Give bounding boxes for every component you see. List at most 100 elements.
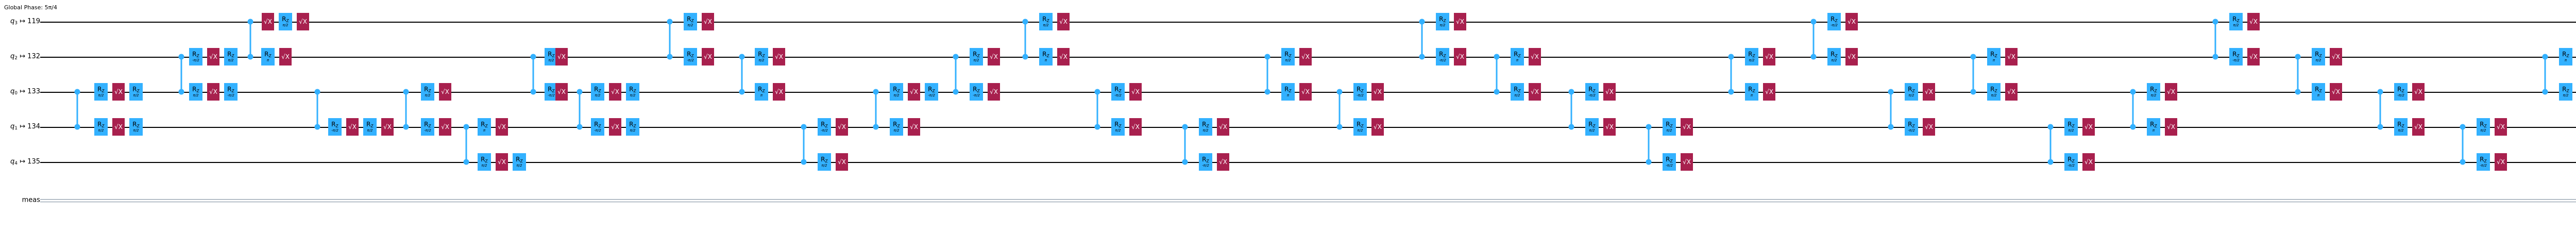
cz-gate-control-dot[interactable]: [1494, 89, 1500, 95]
rz-gate[interactable]: RZ-π/2: [1663, 153, 1676, 171]
cz-gate-link[interactable]: [2544, 57, 2546, 92]
cz-gate-link[interactable]: [741, 57, 743, 92]
cz-gate-control-dot[interactable]: [403, 89, 409, 95]
sqrt-x-gate[interactable]: √X: [2412, 118, 2425, 136]
cz-gate-control-dot[interactable]: [667, 54, 673, 60]
cz-gate-control-dot[interactable]: [1419, 19, 1425, 25]
sqrt-x-gate[interactable]: √X: [555, 83, 568, 101]
sqrt-x-gate[interactable]: √X: [2330, 48, 2342, 66]
cz-gate-control-dot[interactable]: [314, 124, 320, 130]
cz-gate-link[interactable]: [803, 127, 805, 162]
cz-gate-control-dot[interactable]: [1264, 54, 1270, 60]
cz-gate-link[interactable]: [1972, 57, 1974, 92]
sqrt-x-gate[interactable]: √X: [1845, 48, 1858, 66]
sqrt-x-gate[interactable]: √X: [1845, 13, 1858, 30]
cz-gate-control-dot[interactable]: [1336, 89, 1343, 95]
cz-gate-link[interactable]: [180, 57, 182, 92]
rz-gate[interactable]: RZ-π/2: [1905, 118, 1918, 136]
sqrt-x-gate[interactable]: √X: [609, 118, 621, 136]
sqrt-x-gate[interactable]: √X: [346, 118, 359, 136]
cz-gate-control-dot[interactable]: [2130, 124, 2136, 130]
cz-gate-link[interactable]: [532, 57, 534, 92]
cz-gate-control-dot[interactable]: [178, 89, 184, 95]
cz-gate-control-dot[interactable]: [953, 54, 959, 60]
sqrt-x-gate[interactable]: √X: [1299, 48, 1312, 66]
cz-gate-control-dot[interactable]: [1182, 124, 1188, 130]
sqrt-x-gate[interactable]: √X: [2412, 83, 2425, 101]
sqrt-x-gate[interactable]: √X: [112, 118, 125, 136]
cz-gate-control-dot[interactable]: [463, 159, 469, 165]
sqrt-x-gate[interactable]: √X: [1454, 48, 1466, 66]
sqrt-x-gate[interactable]: √X: [112, 83, 125, 101]
cz-gate-control-dot[interactable]: [1022, 19, 1028, 25]
cz-gate-link[interactable]: [1890, 92, 1892, 127]
cz-gate-control-dot[interactable]: [1888, 89, 1894, 95]
sqrt-x-gate[interactable]: √X: [1371, 83, 1384, 101]
cz-gate-control-dot[interactable]: [1094, 89, 1100, 95]
sqrt-x-gate[interactable]: √X: [908, 118, 920, 136]
rz-gate[interactable]: RZ-π/2: [1827, 13, 1841, 30]
sqrt-x-gate[interactable]: √X: [555, 48, 568, 66]
sqrt-x-gate[interactable]: √X: [297, 13, 309, 30]
rz-gate[interactable]: RZ-π/2: [2394, 83, 2408, 101]
sqrt-x-gate[interactable]: √X: [836, 153, 848, 171]
sqrt-x-gate[interactable]: √X: [1763, 83, 1775, 101]
sqrt-x-gate[interactable]: √X: [207, 48, 219, 66]
sqrt-x-gate[interactable]: √X: [1217, 153, 1229, 171]
sqrt-x-gate[interactable]: √X: [1129, 83, 1142, 101]
cz-gate-control-dot[interactable]: [1728, 89, 1734, 95]
cz-gate-link[interactable]: [316, 92, 318, 127]
rz-gate[interactable]: RZ-π/2: [224, 83, 238, 101]
cz-gate-control-dot[interactable]: [1336, 124, 1343, 130]
sqrt-x-gate[interactable]: √X: [1681, 118, 1693, 136]
rz-gate[interactable]: RZ-π/2: [1353, 83, 1367, 101]
cz-gate-control-dot[interactable]: [2212, 54, 2218, 60]
cz-gate-link[interactable]: [2462, 127, 2464, 162]
rz-gate[interactable]: RZ-π/2: [1199, 153, 1212, 171]
sqrt-x-gate[interactable]: √X: [1923, 118, 1935, 136]
cz-gate-link[interactable]: [1096, 92, 1098, 127]
cz-gate-link[interactable]: [76, 92, 78, 127]
cz-gate-control-dot[interactable]: [2377, 124, 2383, 130]
cz-gate-link[interactable]: [249, 22, 251, 57]
sqrt-x-gate[interactable]: √X: [2005, 48, 2018, 66]
cz-gate-control-dot[interactable]: [1646, 124, 1652, 130]
sqrt-x-gate[interactable]: √X: [2082, 153, 2095, 171]
sqrt-x-gate[interactable]: √X: [702, 48, 714, 66]
sqrt-x-gate[interactable]: √X: [2165, 83, 2177, 101]
sqrt-x-gate[interactable]: √X: [1763, 48, 1775, 66]
sqrt-x-gate[interactable]: √X: [1057, 13, 1070, 30]
sqrt-x-gate[interactable]: √X: [2495, 118, 2507, 136]
sqrt-x-gate[interactable]: √X: [2247, 13, 2260, 30]
cz-gate-link[interactable]: [2049, 127, 2052, 162]
sqrt-x-gate[interactable]: √X: [279, 48, 292, 66]
cz-gate-control-dot[interactable]: [1022, 54, 1028, 60]
cz-gate-link[interactable]: [1730, 57, 1732, 92]
cz-gate-control-dot[interactable]: [1970, 54, 1976, 60]
rz-gate[interactable]: RZ-π/2: [1436, 48, 1449, 66]
sqrt-x-gate[interactable]: √X: [1529, 83, 1541, 101]
